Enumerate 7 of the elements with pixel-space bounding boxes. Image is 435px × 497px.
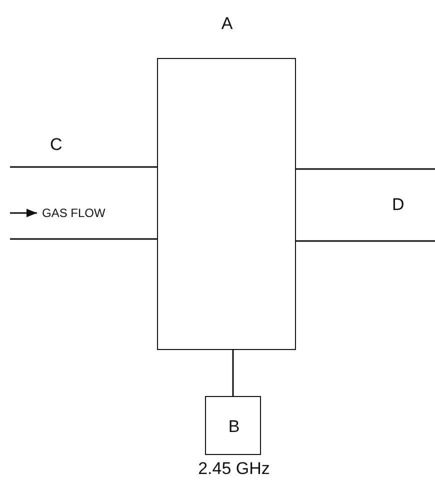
connector-line: [232, 350, 234, 396]
node-label: A: [221, 14, 233, 34]
part-label: C: [50, 135, 62, 155]
frequency-label: 2.45 GHz: [198, 459, 270, 479]
node-label: B: [228, 417, 240, 437]
part-label: D: [392, 195, 404, 215]
flow-label: GAS FLOW: [42, 206, 106, 220]
